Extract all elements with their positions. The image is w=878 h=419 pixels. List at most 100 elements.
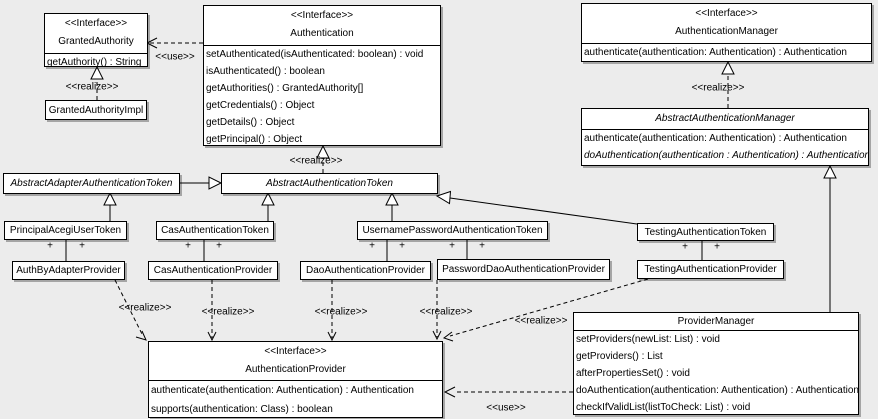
class-name: AbstractAuthenticationManager [655, 113, 795, 124]
assoc-end-plus: + [185, 240, 191, 252]
arrow-realize-ap1 [135, 330, 147, 341]
arrow-gen-abstracttoken-right [435, 190, 452, 205]
arrow-realize-ap2 [207, 331, 217, 342]
arrow-use-grantedauthority [145, 37, 158, 49]
class-name: ProviderManager [677, 316, 755, 327]
method: isAuthenticated() : boolean [206, 66, 325, 77]
class-granted-authority: <<Interface>> GrantedAuthority getAuthor… [44, 13, 148, 68]
class-name: Authentication [290, 28, 354, 39]
method: getAuthority() : String [47, 57, 142, 68]
edge-label-realize-authbyadapter: <<realize>> [118, 302, 172, 314]
class-authentication-provider: <<Interface>> AuthenticationProvider aut… [148, 341, 443, 418]
arrow-gen-abstracttoken-up [385, 191, 399, 206]
class-authentication: <<Interface>> Authentication setAuthenti… [203, 5, 441, 146]
arrow-gen-abstracttoken-cas [261, 191, 275, 206]
assoc-end-plus: + [479, 240, 485, 252]
class-name: TestingAuthenticationProvider [644, 264, 777, 275]
arrow-gen-abstracttoken-left [208, 176, 223, 190]
methods-compartment: getAuthority() : String [45, 53, 147, 71]
stereotype-label: <<Interface>> [290, 10, 354, 21]
class-abstract-authentication-token: AbstractAuthenticationToken [221, 173, 438, 194]
class-name: AuthenticationManager [675, 26, 778, 37]
assoc-end-plus: + [449, 240, 455, 252]
class-name: CasAuthenticationProvider [153, 265, 273, 276]
edge-label-use-grantedauthority: <<use>> [155, 51, 195, 63]
method: authenticate(authentication: Authenticat… [151, 385, 414, 396]
method: setAuthenticated(isAuthenticated: boolea… [206, 49, 424, 60]
arrow-realize-ap3 [327, 331, 337, 342]
edge-label-realize-authentication: <<realize>> [289, 155, 343, 167]
class-provider-manager: ProviderManager setProviders(newList: Li… [573, 312, 859, 415]
arrow-gen-abstractmanager [823, 164, 837, 179]
assoc-end-plus: + [399, 240, 405, 252]
edge-label-realize-testingprovider: <<realize>> [514, 315, 568, 327]
arrow-gen-adaptertoken [103, 191, 117, 206]
assoc-end-plus: + [682, 241, 688, 253]
class-name: GrantedAuthority [58, 36, 134, 47]
edge-label-realize-grantedauthority: <<realize>> [65, 81, 119, 93]
edge-label-realize-daoprovider: <<realize>> [314, 306, 368, 318]
class-testing-authentication-token: TestingAuthenticationToken [637, 223, 774, 241]
stereotype-label: <<Interface>> [695, 8, 758, 19]
class-authentication-manager: <<Interface>> AuthenticationManager auth… [581, 3, 872, 62]
method: checkIfValidList(listToCheck: List) : vo… [576, 402, 751, 413]
assoc-end-plus: + [369, 240, 375, 252]
assoc-end-plus: + [47, 240, 53, 252]
method-abstract: doAuthentication(authentication : Authen… [584, 150, 868, 161]
class-name: TestingAuthenticationToken [644, 226, 767, 238]
class-granted-authority-impl: GrantedAuthorityImpl [45, 100, 147, 120]
edge-label-realize-passworddaoprovider: <<realize>> [419, 306, 473, 318]
class-dao-authentication-provider: DaoAuthenticationProvider [300, 261, 431, 280]
method: authenticate(authentication: Authenticat… [584, 133, 847, 144]
method: getAuthorities() : GrantedAuthority[] [206, 83, 364, 94]
assoc-end-plus: + [79, 240, 85, 252]
assoc-end-plus: + [216, 240, 222, 252]
edge-label-realize-authenticationmanager: <<realize>> [691, 82, 745, 94]
assoc-end-plus: + [714, 241, 720, 253]
edge-label-use-authenticationprovider: <<use>> [486, 402, 526, 414]
stereotype-label: <<Interface>> [64, 18, 128, 29]
class-testing-authentication-provider: TestingAuthenticationProvider [637, 260, 784, 279]
arrow-realize-ap4 [432, 330, 442, 341]
method: getCredentials() : Object [206, 100, 315, 111]
class-password-dao-authentication-provider: PasswordDaoAuthenticationProvider [437, 259, 610, 280]
class-auth-by-adapter-provider: AuthByAdapterProvider [12, 261, 125, 280]
class-name: AbstractAuthenticationToken [266, 178, 393, 189]
class-name: GrantedAuthorityImpl [48, 104, 144, 116]
stereotype-label: <<Interface>> [264, 346, 327, 357]
class-name: PasswordDaoAuthenticationProvider [442, 264, 605, 275]
methods-compartment: authenticate(authentication: Authenticat… [582, 129, 868, 164]
class-header: <<Interface>> GrantedAuthority [45, 14, 147, 53]
method: authenticate(authentication: Authenticat… [584, 47, 847, 58]
class-cas-authentication-provider: CasAuthenticationProvider [148, 261, 278, 280]
class-name: AuthenticationProvider [245, 364, 346, 375]
method: getProviders() : List [576, 351, 663, 362]
class-name: UsernamePasswordAuthenticationToken [362, 225, 543, 236]
class-header: <<Interface>> AuthenticationManager [582, 4, 871, 43]
class-abstract-authentication-manager: AbstractAuthenticationManager authentica… [581, 108, 869, 166]
methods-compartment: setAuthenticated(isAuthenticated: boolea… [204, 45, 440, 148]
class-header: <<Interface>> AuthenticationProvider [149, 342, 442, 380]
edge-label-realize-casprovider: <<realize>> [201, 306, 255, 318]
class-principal-acegi-user-token: PrincipalAcegiUserToken [4, 221, 127, 240]
method: getPrincipal() : Object [206, 134, 303, 145]
arrow-use-ap [443, 386, 456, 398]
method: supports(authentication: Class) : boolea… [151, 404, 333, 415]
class-username-password-authentication-token: UsernamePasswordAuthenticationToken [357, 221, 548, 240]
methods-compartment: authenticate(authentication: Authenticat… [582, 43, 871, 61]
class-name: DaoAuthenticationProvider [306, 265, 425, 276]
method: afterPropertiesSet() : void [576, 368, 690, 379]
arrow-realize-ap5 [442, 331, 454, 342]
methods-compartment: setProviders(newList: List) : void getPr… [574, 330, 858, 416]
class-name: CasAuthenticationToken [161, 225, 269, 236]
method: getDetails() : Object [206, 117, 295, 128]
class-name: AuthByAdapterProvider [16, 265, 121, 276]
method: doAuthentication(authentication: Authent… [576, 385, 858, 396]
methods-compartment: authenticate(authentication: Authenticat… [149, 380, 442, 419]
method: setProviders(newList: List) : void [576, 334, 720, 345]
class-cas-authentication-token: CasAuthenticationToken [156, 221, 274, 240]
class-name: PrincipalAcegiUserToken [9, 225, 122, 236]
class-abstract-adapter-authentication-token: AbstractAdapterAuthenticationToken [3, 173, 180, 194]
class-header: <<Interface>> Authentication [204, 6, 440, 45]
